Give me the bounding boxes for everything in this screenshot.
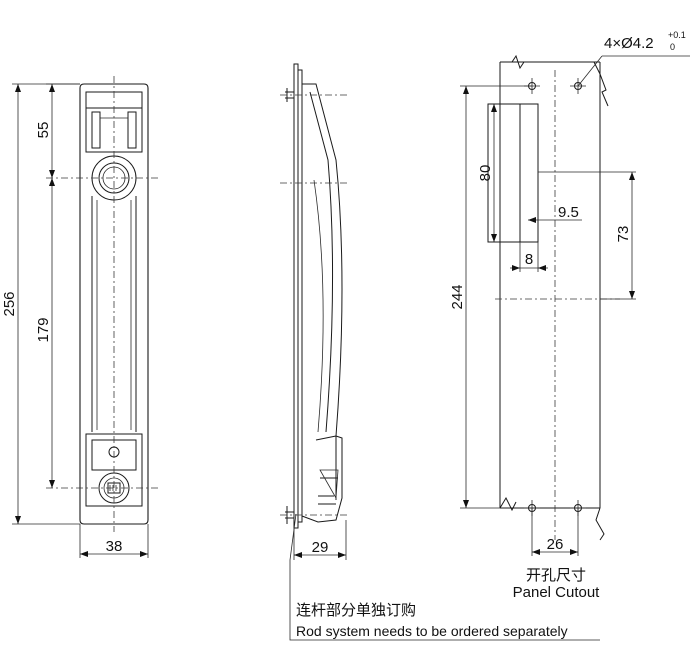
dim-179: 179 bbox=[35, 317, 52, 342]
cutout-label-en: Panel Cutout bbox=[513, 584, 601, 601]
note-cn: 连杆部分单独订购 bbox=[296, 602, 416, 619]
dim-73: 73 bbox=[615, 226, 632, 243]
panel-cutout-view: 4×Ø4.2 +0.1 0 80 9.5 8 73 244 26 开孔尺寸 Pa… bbox=[449, 30, 690, 601]
handle-profile bbox=[301, 83, 343, 523]
top-housing bbox=[85, 91, 143, 153]
side-view: 29 bbox=[280, 63, 600, 641]
dim-9-5: 9.5 bbox=[558, 204, 579, 221]
dim-29: 29 bbox=[312, 539, 329, 556]
note-leader bbox=[289, 513, 600, 641]
dim-256: 256 bbox=[1, 291, 18, 316]
dim-holes: 4×Ø4.2 bbox=[604, 35, 654, 52]
note-en: Rod system needs to be ordered separatel… bbox=[296, 623, 568, 639]
lock-housing bbox=[85, 433, 143, 507]
cutout-label-cn: 开孔尺寸 bbox=[526, 567, 586, 584]
rod-note: 连杆部分单独订购 Rod system needs to be ordered … bbox=[296, 602, 568, 639]
panel-plate bbox=[293, 63, 299, 529]
dim-holes-tol-lower: 0 bbox=[670, 42, 675, 52]
front-view: 256 55 179 38 bbox=[1, 76, 160, 558]
dim-80: 80 bbox=[477, 165, 494, 182]
slot-outline bbox=[487, 103, 539, 243]
dim-8: 8 bbox=[525, 251, 533, 268]
dim-26: 26 bbox=[547, 536, 564, 553]
hole-leader bbox=[577, 55, 603, 87]
dim-38: 38 bbox=[106, 538, 123, 555]
dim-55: 55 bbox=[35, 122, 52, 139]
dim-holes-tol-upper: +0.1 bbox=[668, 30, 686, 40]
dim-244: 244 bbox=[449, 284, 466, 309]
